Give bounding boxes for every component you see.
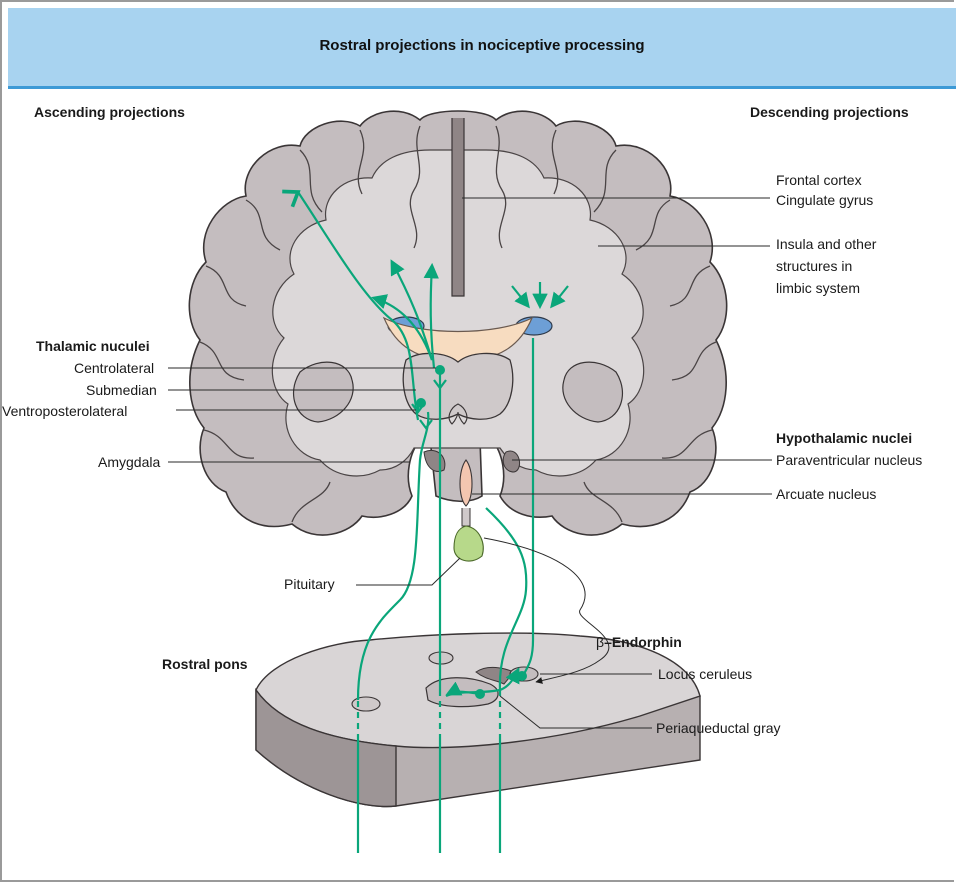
node-pag bbox=[475, 689, 485, 699]
frontal-cortex-label: Frontal cortex bbox=[776, 172, 862, 188]
centrolateral-label: Centrolateral bbox=[74, 360, 154, 376]
arcuate-nucleus bbox=[460, 460, 472, 506]
paraventricular-label: Paraventricular nucleus bbox=[776, 452, 922, 468]
ventroposterolateral-label: Ventroposterolateral bbox=[2, 403, 127, 419]
beta-endorphin-label: β–Endorphin bbox=[596, 634, 682, 650]
descending-projections-heading: Descending projections bbox=[750, 104, 909, 120]
beta-symbol: β bbox=[596, 634, 604, 650]
pituitary-gland bbox=[454, 526, 483, 561]
locus-ceruleus-label: Locus ceruleus bbox=[658, 666, 752, 682]
cingulate-gyrus-label: Cingulate gyrus bbox=[776, 192, 873, 208]
pituitary-stalk bbox=[462, 508, 470, 526]
insula-label-line2: structures in bbox=[776, 258, 852, 274]
rostral-pons-heading: Rostral pons bbox=[162, 656, 248, 672]
amygdala-label: Amygdala bbox=[98, 454, 160, 470]
pituitary-label: Pituitary bbox=[284, 576, 335, 592]
right-paraventricular-nucleus bbox=[503, 451, 519, 472]
endorphin-text: –Endorphin bbox=[604, 634, 682, 650]
arcuate-label: Arcuate nucleus bbox=[776, 486, 876, 502]
rostral-pons-section bbox=[256, 633, 700, 806]
longitudinal-fissure bbox=[452, 118, 464, 296]
left-tract-oval bbox=[352, 697, 380, 711]
submedian-label: Submedian bbox=[86, 382, 157, 398]
node-centrolateral bbox=[435, 365, 445, 375]
thalamic-nuclei-heading: Thalamic nuculei bbox=[36, 338, 150, 354]
insula-label-line3: limbic system bbox=[776, 280, 860, 296]
leader-pituitary bbox=[356, 558, 460, 585]
hypothalamic-nuclei-heading: Hypothalamic nuclei bbox=[776, 430, 912, 446]
node-vpl bbox=[416, 398, 426, 408]
node-locus-ceruleus bbox=[517, 671, 527, 681]
ascending-projections-heading: Ascending projections bbox=[34, 104, 185, 120]
insula-label-line1: Insula and other bbox=[776, 236, 876, 252]
periaqueductal-gray-label: Periaqueductal gray bbox=[656, 720, 781, 736]
